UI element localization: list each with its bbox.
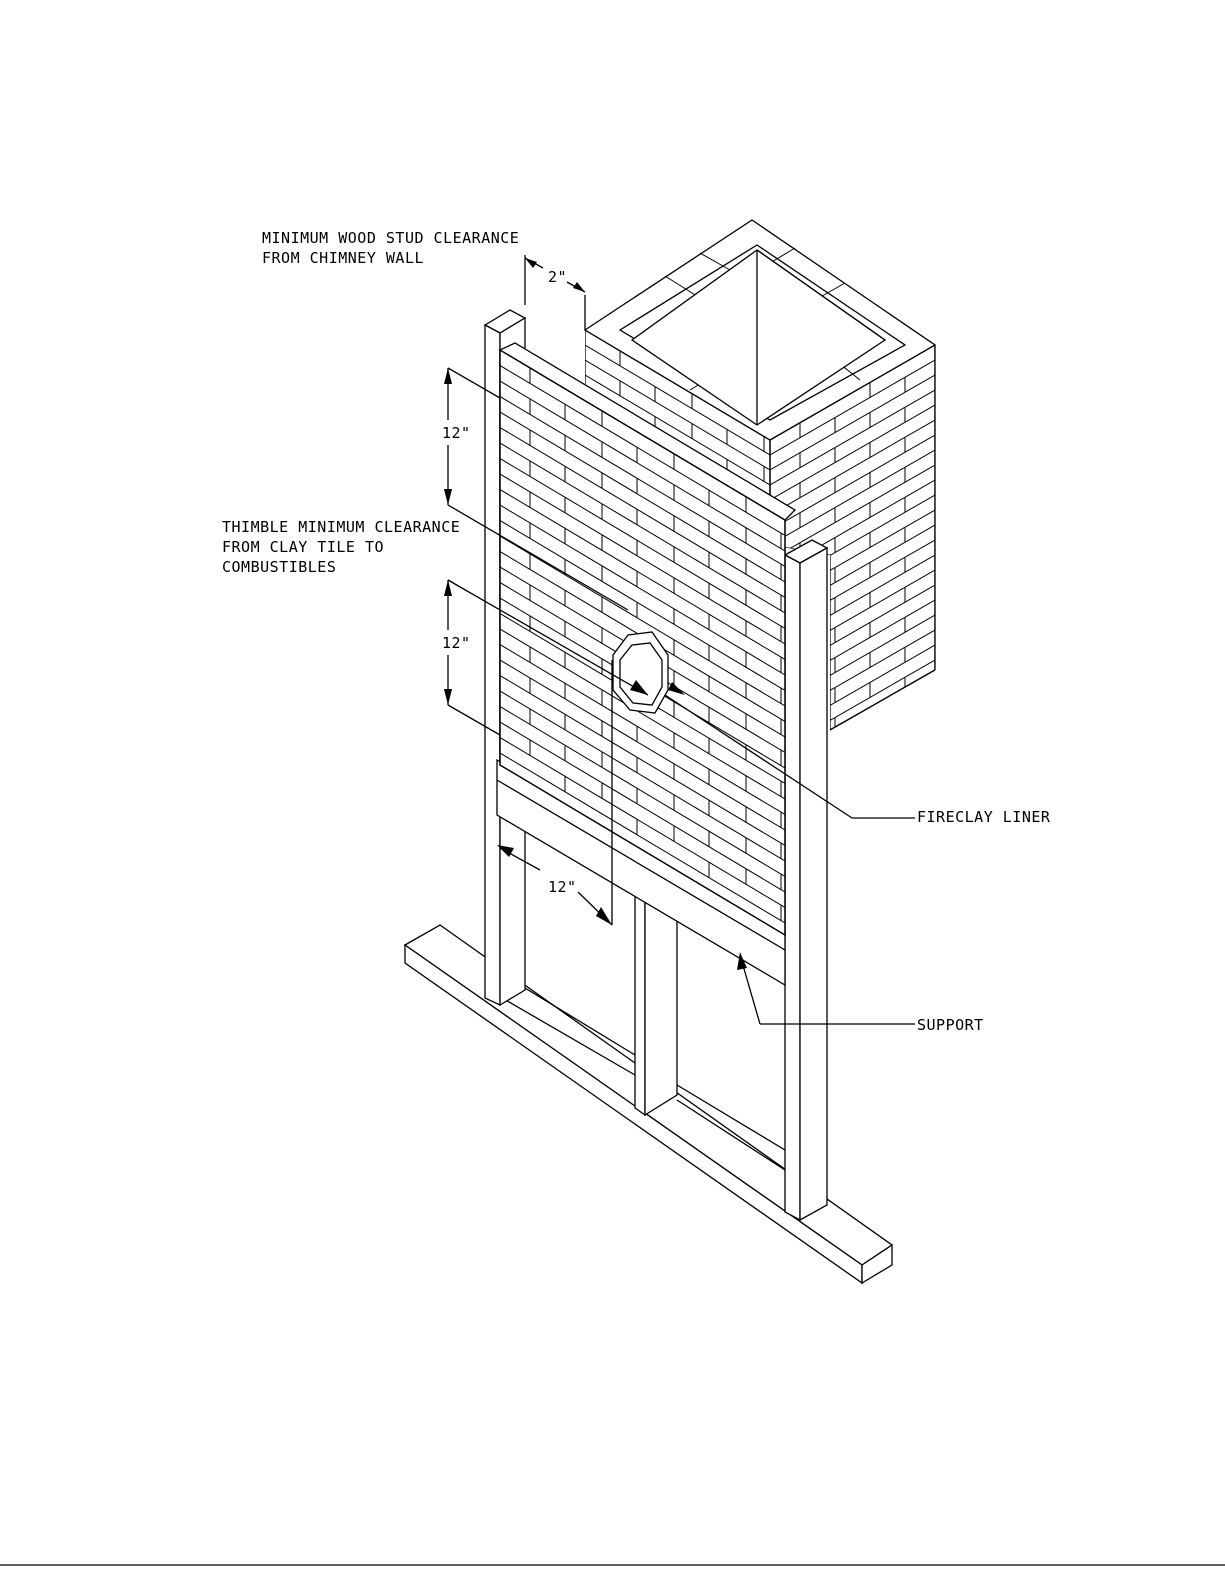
label-fireclay-liner: FIRECLAY LINER [917, 808, 1051, 826]
dimension-label-horizontal: 12" [548, 878, 577, 896]
label-thimble-line1: THIMBLE MINIMUM CLEARANCE [222, 518, 460, 536]
dimension-label-lower-vertical: 12" [442, 634, 471, 652]
dimension-label-stud-gap: 2" [548, 268, 567, 286]
label-stud-clearance-line1: MINIMUM WOOD STUD CLEARANCE [262, 229, 519, 247]
label-thimble-line2: FROM CLAY TILE TO [222, 538, 384, 556]
label-support: SUPPORT [917, 1016, 984, 1034]
dimension-label-upper-vertical: 12" [442, 424, 471, 442]
right-stud [785, 540, 827, 1220]
label-stud-clearance-line2: FROM CHIMNEY WALL [262, 249, 424, 267]
dimension-stud-gap [525, 255, 585, 330]
label-thimble-line3: COMBUSTIBLES [222, 558, 336, 576]
